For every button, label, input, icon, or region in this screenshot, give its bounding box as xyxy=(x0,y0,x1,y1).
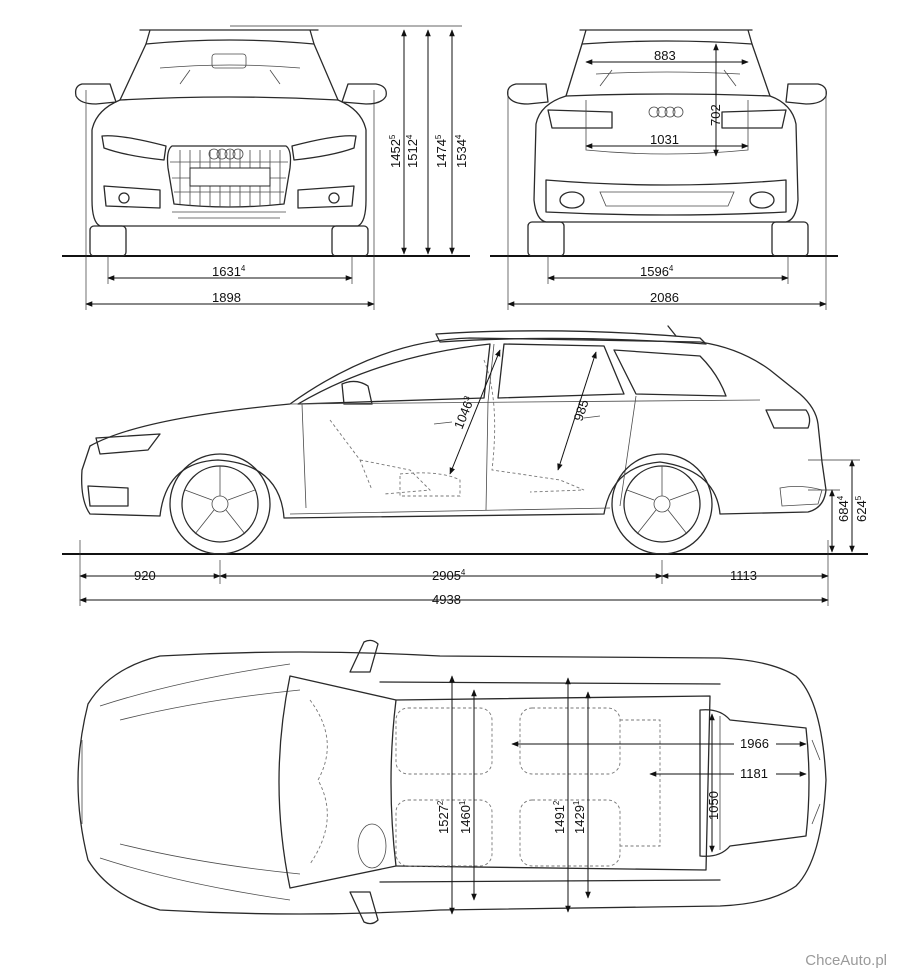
dim-front-width: 1898 xyxy=(212,290,241,305)
top-hood-creases xyxy=(119,689,301,875)
front-headlight-right xyxy=(291,135,357,161)
top-roof xyxy=(395,695,711,871)
rear-taillight-right xyxy=(721,109,787,129)
dim-front-headroom: 10463 xyxy=(451,394,478,431)
rear-mirror-right xyxy=(785,83,827,105)
side-view: 10463 985 6844 6245 920 29054 1113 4938 xyxy=(62,325,869,607)
side-belt-line xyxy=(289,399,761,405)
front-view: 16314 1898 14525 15124 14745 15344 xyxy=(62,25,470,310)
top-windshield xyxy=(278,675,397,889)
dim-rear-width: 2086 xyxy=(650,290,679,305)
dim-boot-width: 1050 xyxy=(706,791,721,820)
dim-rear-elbow: 14291 xyxy=(572,800,587,834)
top-view: 15272 14601 14912 14291 1050 1966 1181 xyxy=(77,639,827,925)
side-window-front xyxy=(297,343,491,405)
dim-rear-hatch-height: 702 xyxy=(708,104,723,126)
dim-height-2: 15124 xyxy=(405,134,420,168)
front-body xyxy=(91,99,367,227)
front-wheel-left xyxy=(89,225,127,257)
dim-height-4: 15344 xyxy=(454,134,469,168)
dim-rear-overhang: 1113 xyxy=(730,568,757,583)
rear-bumper xyxy=(545,179,787,216)
front-windshield xyxy=(119,39,339,101)
top-steering-wheel xyxy=(357,823,387,869)
rear-view: 883 702 1031 15964 2086 xyxy=(490,29,838,310)
front-rings-logo xyxy=(208,148,244,160)
dim-load-length: 1181 xyxy=(740,766,768,781)
front-mirror-left xyxy=(74,83,117,105)
top-taillights xyxy=(811,739,821,825)
rear-rings-logo xyxy=(648,106,684,118)
dim-height-1: 14525 xyxy=(388,134,403,168)
dim-front-shoulder: 15272 xyxy=(436,800,451,834)
side-wheel-front xyxy=(169,453,271,555)
front-mirror-inner xyxy=(211,53,247,69)
dim-length: 4938 xyxy=(432,592,461,607)
rear-wheel-right xyxy=(771,221,809,257)
front-fog-lamp-left xyxy=(118,192,130,204)
side-headlight xyxy=(95,433,161,455)
dim-load-length-max: 1966 xyxy=(740,736,769,751)
dim-height-3: 14745 xyxy=(434,134,449,168)
front-wheel-right xyxy=(331,225,369,257)
side-wheel-rear xyxy=(611,453,713,555)
top-body xyxy=(77,651,827,915)
rear-mirror-left xyxy=(507,83,549,105)
side-window-quarter xyxy=(613,349,727,397)
top-interior-seats xyxy=(309,699,661,867)
dim-wheelbase: 29054 xyxy=(432,568,466,583)
dim-load-sill-2: 6245 xyxy=(854,495,869,522)
rear-tailgate xyxy=(585,100,749,155)
front-lower-grille xyxy=(172,211,286,219)
dim-rear-top-width: 883 xyxy=(654,48,676,63)
front-fog-right xyxy=(297,185,355,209)
dim-rear-track: 15964 xyxy=(640,264,674,279)
top-hood-lines xyxy=(99,663,291,901)
top-mirror-left xyxy=(349,639,379,673)
front-roof-rails xyxy=(139,29,319,45)
rear-wheel-left xyxy=(527,221,565,257)
front-grille xyxy=(166,145,292,208)
front-fog-left xyxy=(103,185,161,209)
dim-front-elbow: 14601 xyxy=(458,800,473,834)
rear-exhaust-left xyxy=(559,191,585,209)
top-mirror-right xyxy=(349,891,379,925)
dim-front-track: 16314 xyxy=(212,264,246,279)
top-roof-rails xyxy=(379,681,721,883)
rear-interior-seats xyxy=(595,69,741,87)
front-interior-seats xyxy=(159,64,301,85)
front-mirror-right xyxy=(341,83,387,105)
rear-diffuser xyxy=(599,191,735,207)
side-taillight xyxy=(765,409,811,429)
rear-roof-rails xyxy=(579,29,753,45)
front-headlight-left xyxy=(101,135,167,161)
side-window-rear xyxy=(497,343,625,399)
rear-body xyxy=(533,95,799,223)
front-fog-lamp-right xyxy=(328,192,340,204)
dim-rear-opening-width: 1031 xyxy=(650,132,679,147)
side-fog xyxy=(87,485,129,507)
watermark: ChceAuto.pl xyxy=(805,952,887,969)
rear-exhaust-right xyxy=(749,191,775,209)
top-rear-window xyxy=(699,709,810,857)
dim-rear-shoulder: 14912 xyxy=(552,800,567,834)
side-exhaust xyxy=(779,486,823,507)
front-plate xyxy=(189,167,271,187)
rear-taillight-left xyxy=(547,109,613,129)
side-mirror xyxy=(341,380,373,405)
side-sill-line xyxy=(289,507,611,515)
dim-load-sill-1: 6844 xyxy=(836,495,851,522)
side-antenna xyxy=(667,325,677,337)
side-interior-seats xyxy=(329,359,585,497)
dim-rear-headroom: 985 xyxy=(571,398,592,423)
dim-front-overhang: 920 xyxy=(134,568,156,583)
side-body xyxy=(81,337,827,519)
